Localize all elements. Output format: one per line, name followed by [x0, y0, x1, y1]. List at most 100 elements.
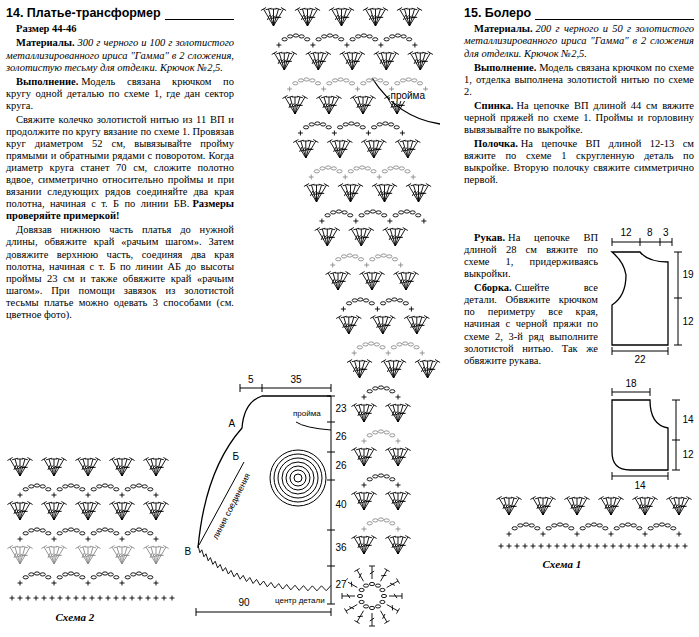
bold-lead: Материалы. [16, 37, 75, 48]
round-center [270, 450, 326, 506]
dimension: 8 [646, 228, 654, 238]
stitch-row [319, 210, 426, 224]
stitch-row [287, 78, 428, 92]
heading-rule [535, 9, 694, 20]
join-line-label: линия соединения [210, 470, 252, 541]
paragraph: Выполнение.Модель связана крючком по кру… [6, 76, 234, 112]
stitch-row [347, 360, 440, 379]
dimension: 14 [634, 481, 647, 491]
round-ring [270, 450, 326, 506]
stitch-row [18, 572, 159, 586]
stitch-row [326, 272, 419, 291]
stitch-row [362, 386, 401, 400]
heading: 15. Болеро [464, 6, 531, 20]
heading: 14. Платье-трансформер [6, 6, 161, 20]
stitch-row [336, 316, 429, 335]
dimension: 26 [335, 432, 348, 442]
stitch-row [351, 492, 410, 511]
body-text: Довязав нижнюю часть платья до нужной дл… [6, 224, 234, 319]
starting-ring [342, 566, 402, 626]
stitch-row [272, 52, 433, 71]
stitch-row [315, 228, 408, 247]
bold-lead: Выполнение. [16, 76, 78, 87]
heading-rule [165, 9, 234, 20]
dimension: 3 [662, 228, 670, 238]
dimension-line [612, 472, 668, 480]
paragraph: 14. Платье-трансформер [6, 6, 234, 20]
point-letter: А [228, 419, 237, 429]
dress-outline [198, 396, 331, 548]
stitch-row [499, 544, 688, 549]
dimension: 18 [625, 379, 638, 389]
stitch-row [261, 8, 422, 27]
round-ring [278, 458, 318, 498]
stitch-row [10, 596, 175, 601]
stitch-row [496, 497, 691, 516]
paragraph: Полочка.На цепочке ВП длиной 12-13 см вя… [464, 138, 694, 186]
paragraph: Материалы.200 г черного и 50 г золотисто… [464, 23, 694, 59]
text-column: Рукав.На цепочке ВП длиной 28 см вяжите … [464, 232, 598, 369]
paragraph: Довязав нижнюю часть платья до нужной дл… [6, 224, 234, 321]
stitch-row [351, 448, 410, 467]
paragraph: Спинка.На цепочке ВП длиной 44 см вяжите… [464, 100, 694, 136]
stitch-row [18, 528, 159, 542]
armhole-label: пройма [390, 91, 427, 101]
point-letter: Б [232, 452, 241, 462]
stitch-row [351, 404, 410, 423]
dimension: 12 [682, 450, 695, 460]
dimension: 26 [335, 461, 348, 471]
round-ring [294, 474, 302, 482]
dimension: 22 [634, 355, 647, 365]
dimension: 36 [335, 543, 348, 553]
dimension-line [612, 388, 650, 396]
stitch-row [507, 523, 682, 537]
dimension-line [674, 252, 682, 345]
stitch-row [7, 458, 168, 477]
stitch-row [293, 140, 420, 159]
dimension: 5 [247, 375, 255, 385]
dimension: 90 [238, 598, 251, 608]
stitch-row [351, 536, 410, 555]
paragraph: Рукав.На цепочке ВП длиной 28 см вяжите … [464, 232, 598, 280]
dimension: 14 [682, 415, 695, 425]
body-text: Свяжите колечко золотистой нитью из 11 В… [6, 114, 234, 209]
stitch-row [341, 298, 414, 312]
paragraph: Размер 44-46 [6, 23, 234, 35]
dimension-line [240, 384, 331, 392]
bold-lead: Полочка. [474, 138, 518, 149]
stitch-row [304, 184, 431, 203]
stitch-row [276, 34, 417, 48]
stitch-row [362, 518, 401, 532]
dress-hem [198, 546, 331, 591]
stitch-row [362, 430, 401, 444]
stitch-row [298, 122, 405, 136]
dimension: 35 [290, 375, 303, 385]
paragraph: Материалы.300 г черного и 100 г золотист… [6, 37, 234, 73]
bold-lead: Сборка. [474, 282, 512, 293]
point-letter: В [184, 547, 193, 557]
dimension: 12 [620, 228, 633, 238]
dimension: 12 [682, 317, 695, 327]
armhole-label: пройма [292, 410, 322, 418]
dimension: 40 [335, 500, 348, 510]
body-text: Сшейте все детали. Обвяжите крючком по п… [464, 282, 598, 365]
armhole-curve [372, 78, 440, 124]
text-column: 15. БолероМатериалы.200 г черного и 50 г… [464, 6, 694, 188]
back-piece [612, 252, 668, 345]
stitch-row [18, 484, 159, 498]
bold-lead: Рукав. [474, 232, 505, 243]
dimension-line [196, 608, 331, 616]
stitch-row [7, 546, 168, 565]
round-ring [290, 470, 306, 486]
paragraph: Сборка.Сшейте все детали. Обвяжите крючк… [464, 282, 598, 366]
stitch-row [362, 474, 401, 488]
dimension: 27 [335, 580, 348, 590]
stitch-row [352, 342, 425, 356]
bold-lead: Выполнение. [474, 62, 536, 73]
chart-caption: Схема 2 [55, 612, 96, 623]
stitch-row [7, 502, 168, 521]
text-column: 14. Платье-трансформерРазмер 44-46Матери… [6, 6, 234, 323]
dimension-line [612, 347, 668, 355]
paragraph: Выполнение.Модель связана крючком по схе… [464, 62, 694, 98]
dimension-line [612, 238, 672, 246]
